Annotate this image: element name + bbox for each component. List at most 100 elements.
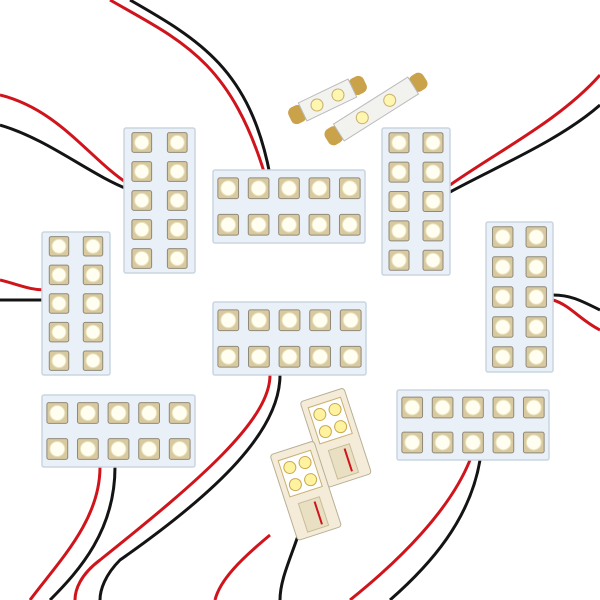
- smd-led-lens: [425, 164, 441, 180]
- smd-led-lens: [342, 348, 359, 365]
- smd-led-lens: [51, 353, 67, 369]
- t10-contact: [313, 501, 323, 525]
- festoon-bulb: [288, 75, 367, 125]
- smd-led: [313, 407, 327, 421]
- smd-led-lens: [85, 267, 101, 283]
- smd-led-lens: [495, 399, 512, 416]
- smd-led-lens: [528, 259, 545, 275]
- smd-led-lens: [85, 295, 101, 312]
- smd-led-lens: [220, 312, 237, 329]
- smd-led-lens: [495, 434, 512, 451]
- smd-led-lens: [134, 163, 150, 180]
- led-panel: [212, 301, 367, 376]
- smd-led-lens: [110, 405, 127, 421]
- led-panels: [41, 127, 554, 468]
- smd-led-lens: [342, 312, 359, 329]
- black-wire: [449, 103, 600, 194]
- smd-led-lens: [528, 349, 545, 365]
- smd-led-lens: [250, 348, 267, 365]
- smd-led-lens: [110, 441, 127, 457]
- smd-led-lens: [312, 348, 329, 365]
- smd-led-lens: [341, 216, 358, 233]
- red-wire: [109, 0, 267, 176]
- smd-led-lens: [465, 399, 481, 416]
- smd-led-lens: [391, 164, 407, 180]
- smd-led-lens: [391, 193, 407, 210]
- red-wire: [449, 74, 600, 187]
- smd-led-lens: [281, 348, 298, 365]
- smd-led-lens: [51, 295, 67, 312]
- smd-led-lens: [169, 163, 185, 180]
- smd-led-lens: [51, 267, 67, 283]
- smd-led: [318, 425, 332, 439]
- smd-led-lens: [391, 223, 407, 239]
- smd-led-lens: [404, 434, 421, 451]
- smd-led-lens: [494, 289, 511, 305]
- smd-led-lens: [425, 193, 441, 210]
- smd-led-lens: [465, 434, 481, 451]
- smd-led-lens: [49, 405, 66, 421]
- smd-led-lens: [434, 399, 451, 416]
- black-wire: [278, 529, 302, 600]
- smd-led-lens: [528, 289, 545, 305]
- smd-led-lens: [425, 135, 441, 151]
- smd-led-lens: [494, 229, 511, 245]
- smd-led-lens: [134, 221, 150, 238]
- led-panel: [123, 127, 196, 274]
- festoon-pcb: [297, 78, 358, 122]
- smd-led-lens: [134, 250, 150, 267]
- smd-led-lens: [51, 238, 67, 254]
- smd-led-lens: [311, 216, 328, 233]
- smd-led-lens: [434, 434, 451, 451]
- red-wire: [349, 459, 472, 600]
- smd-led: [355, 111, 369, 125]
- smd-led-lens: [528, 229, 545, 245]
- red-wire: [0, 93, 131, 187]
- smd-led-lens: [134, 192, 150, 209]
- smd-led-lens: [51, 324, 67, 340]
- led-panel: [41, 394, 196, 468]
- smd-led: [383, 93, 397, 107]
- t10-contact: [343, 448, 353, 472]
- t10-wedge-bulb: [300, 388, 372, 488]
- black-wire: [48, 466, 117, 600]
- smd-led-lens: [311, 180, 328, 197]
- smd-led-lens: [85, 324, 101, 340]
- black-wire: [552, 293, 600, 312]
- festoon-pcb: [332, 76, 420, 142]
- smd-led: [331, 88, 345, 102]
- smd-led-lens: [494, 259, 511, 275]
- smd-led-lens: [341, 180, 358, 197]
- smd-led-lens: [494, 349, 511, 365]
- t10-wedge-bulb: [270, 441, 342, 541]
- red-wire: [552, 298, 600, 332]
- smd-led: [283, 460, 297, 474]
- led-panel: [41, 231, 111, 376]
- festoon-bulb: [324, 72, 428, 146]
- smd-led-lens: [220, 180, 237, 197]
- red-wire: [0, 278, 46, 292]
- smd-led-lens: [525, 399, 542, 416]
- smd-led-lens: [141, 441, 158, 457]
- smd-led-lens: [79, 441, 96, 457]
- smd-led-lens: [169, 192, 185, 209]
- smd-led-lens: [425, 223, 441, 239]
- smd-led-lens: [220, 348, 237, 365]
- smd-led-lens: [391, 252, 407, 268]
- smd-led-lens: [425, 252, 441, 268]
- red-wire: [28, 466, 102, 600]
- smd-led-lens: [528, 319, 545, 335]
- festoon-body: [324, 72, 428, 146]
- festoon-body: [288, 75, 367, 125]
- smd-led-lens: [312, 312, 329, 329]
- smd-led-lens: [79, 405, 96, 421]
- smd-led-lens: [171, 405, 188, 421]
- bulbs: [270, 72, 428, 541]
- smd-led: [288, 478, 302, 492]
- smd-led-lens: [525, 434, 542, 451]
- smd-led-lens: [391, 135, 407, 151]
- smd-led-lens: [404, 399, 421, 416]
- led-panel: [212, 169, 366, 244]
